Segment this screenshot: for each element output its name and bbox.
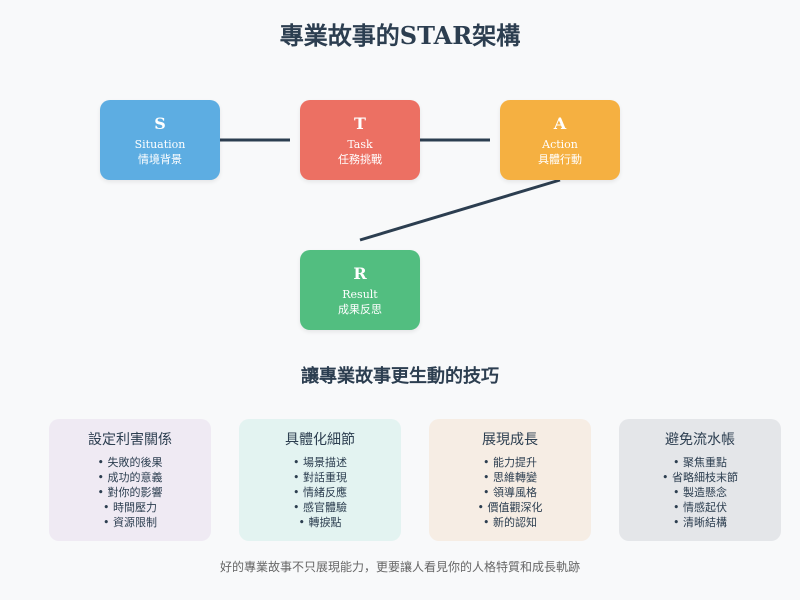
star-english: Situation [134,137,186,151]
tip-item: 新的認知 [429,515,591,530]
star-box-action: A Action 具體行動 [500,100,620,180]
tip-item: 能力提升 [429,455,591,470]
tip-item: 情緒反應 [239,485,401,500]
tip-item: 時間壓力 [49,500,211,515]
star-letter: R [353,263,367,283]
tip-card-title: 避免流水帳 [665,432,735,448]
tip-card-title: 設定利害關係 [88,432,172,448]
tip-card-details: 具體化細節 場景描述 對話重現 情緒反應 感官體驗 轉捩點 [239,419,401,541]
tip-list: 場景描述 對話重現 情緒反應 感官體驗 轉捩點 [239,455,401,530]
tip-item: 資源限制 [49,515,211,530]
tip-list: 失敗的後果 成功的意義 對你的影響 時間壓力 資源限制 [49,455,211,530]
tip-item: 領導風格 [429,485,591,500]
footer-note: 好的專業故事不只展現能力，更要讓人看見你的人格特質和成長軌跡 [219,560,580,574]
tip-item: 失敗的後果 [49,455,211,470]
star-box-task: T Task 任務挑戰 [300,100,420,180]
tip-item: 對話重現 [239,470,401,485]
tip-item: 對你的影響 [49,485,211,500]
star-chinese: 具體行動 [538,152,582,166]
connector-a-r [359,178,561,242]
star-letter: A [553,113,567,133]
page-title: 專業故事的STAR架構 [279,21,521,50]
tip-card-avoid-chronicle: 避免流水帳 聚焦重點 省略細枝末節 製造懸念 情感起伏 清晰結構 [619,419,781,541]
tip-list: 聚焦重點 省略細枝末節 製造懸念 情感起伏 清晰結構 [619,455,781,530]
tip-item: 感官體驗 [239,500,401,515]
star-english: Action [542,137,578,151]
tip-card-stakes: 設定利害關係 失敗的後果 成功的意義 對你的影響 時間壓力 資源限制 [49,419,211,541]
tip-item: 成功的意義 [49,470,211,485]
tip-card-title: 展現成長 [482,432,538,448]
star-english: Result [342,287,378,301]
tip-card-title: 具體化細節 [285,432,355,448]
tip-item: 清晰結構 [619,515,781,530]
tip-list: 能力提升 思維轉變 領導風格 價值觀深化 新的認知 [429,455,591,530]
star-box-result: R Result 成果反思 [300,250,420,330]
star-english: Task [347,137,373,151]
star-letter: T [354,113,366,133]
star-letter: S [154,113,166,133]
tip-item: 轉捩點 [239,515,401,530]
tip-item: 情感起伏 [619,500,781,515]
tip-item: 省略細枝末節 [619,470,781,485]
tip-item: 製造懸念 [619,485,781,500]
tip-item: 價值觀深化 [429,500,591,515]
star-chinese: 情境背景 [138,152,182,166]
tip-card-growth: 展現成長 能力提升 思維轉變 領導風格 價值觀深化 新的認知 [429,419,591,541]
star-chinese: 任務挑戰 [338,152,382,166]
tip-item: 場景描述 [239,455,401,470]
star-chinese: 成果反思 [338,302,382,316]
star-box-situation: S Situation 情境背景 [100,100,220,180]
tip-item: 思維轉變 [429,470,591,485]
tip-item: 聚焦重點 [619,455,781,470]
tips-title: 讓專業故事更生動的技巧 [301,366,499,387]
